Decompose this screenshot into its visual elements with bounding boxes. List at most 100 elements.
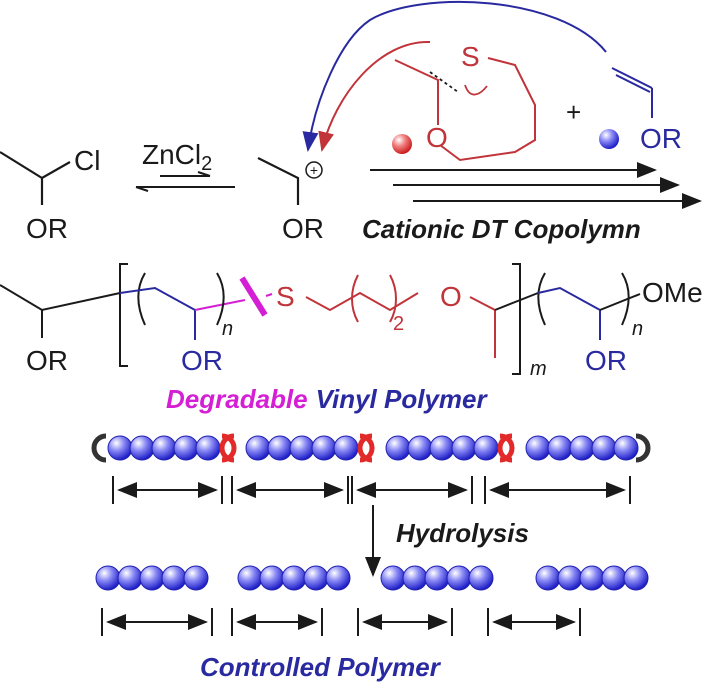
cleavage-mark — [239, 276, 268, 317]
blue-bead — [129, 435, 155, 461]
end-vinyl-backbone — [537, 286, 601, 311]
end-bond — [599, 293, 641, 311]
polymer-start-or: OR — [26, 345, 68, 376]
polymer-title: Degradable Vinyl Polymer — [166, 384, 488, 414]
segment-length-markers-after — [101, 608, 581, 636]
outer-bracket-left — [119, 263, 128, 367]
polymer-start — [0, 284, 121, 338]
blue-bead — [385, 435, 411, 461]
blue-bead — [95, 565, 121, 591]
vinyl-monomer — [611, 67, 653, 118]
cleavage-bond-dash — [429, 71, 459, 93]
blue-bead — [525, 435, 551, 461]
blue-bead — [173, 435, 199, 461]
linker-bond — [494, 292, 539, 311]
red-linker-bead — [219, 433, 235, 463]
thioacetal-bond — [194, 299, 246, 311]
chlorine-label: Cl — [74, 145, 100, 176]
end-group-label: OMe — [642, 277, 703, 308]
end-repeat-n: n — [632, 318, 643, 340]
plus-sign: + — [566, 97, 581, 127]
process-label: Cationic DT Copolymn — [362, 214, 641, 244]
blue-bead — [579, 565, 605, 591]
blue-bead — [601, 565, 627, 591]
red-linker-bead — [357, 433, 373, 463]
methylene-paren-left — [351, 274, 359, 323]
blue-bead — [547, 435, 573, 461]
blue-bead — [107, 435, 133, 461]
controlled-chain-schematic — [95, 565, 649, 591]
blue-bead — [569, 435, 595, 461]
blue-bead — [161, 565, 187, 591]
reaction-arrows — [370, 162, 702, 209]
polymer-oxygen: O — [440, 281, 462, 312]
polymer-sulfur: S — [276, 281, 295, 312]
blue-bead — [473, 435, 499, 461]
blue-bead — [591, 435, 617, 461]
blue-bead — [259, 565, 285, 591]
blue-bead — [139, 565, 165, 591]
blue-bead — [557, 565, 583, 591]
blue-bead — [303, 565, 329, 591]
vinyl-paren-left — [137, 272, 146, 326]
initiator-molecule — [0, 151, 71, 205]
blue-bead — [468, 565, 494, 591]
blue-bead — [407, 435, 433, 461]
ring-opening-arrow — [464, 84, 488, 96]
vinyl-or-label: OR — [640, 123, 682, 154]
segment-length-markers-before — [112, 476, 631, 504]
blue-bead — [325, 565, 351, 591]
controlled-polymer-title: Controlled Polymer — [200, 652, 442, 682]
vinyl-paren-right — [216, 272, 225, 326]
vinyl-attack-arrow — [302, 0, 607, 152]
vinyl-unit-or: OR — [181, 345, 223, 376]
positive-charge-icon — [305, 161, 323, 179]
blue-bead — [117, 565, 143, 591]
blue-bead — [183, 565, 209, 591]
red-monomer-bead — [392, 134, 412, 154]
blue-bead — [429, 435, 455, 461]
cleavage-bond-stub — [265, 293, 273, 297]
equilibrium-arrows — [135, 171, 235, 192]
ring-sulfur-label: S — [461, 41, 480, 72]
methylene-repeat: 2 — [393, 313, 404, 335]
blue-monomer-bead — [599, 129, 619, 149]
blue-bead — [333, 435, 359, 461]
hydrolysis-label: Hydrolysis — [396, 518, 529, 548]
outer-bracket-right — [512, 263, 521, 375]
chain-end-cap-left — [91, 433, 107, 463]
blue-bead — [267, 435, 293, 461]
blue-bead — [623, 565, 649, 591]
blue-bead — [402, 565, 428, 591]
red-linker-bead — [497, 433, 513, 463]
blue-bead — [380, 565, 406, 591]
degradable-word: Degradable — [166, 384, 308, 414]
acetal-carbon — [469, 296, 496, 358]
cyclic-attack-arrow — [318, 40, 431, 152]
methylene-paren-right — [389, 274, 397, 323]
chain-end-cap-right — [635, 433, 651, 463]
blue-bead — [535, 565, 561, 591]
vinyl-repeat-n: n — [222, 318, 233, 340]
ring-oxygen-label: O — [426, 122, 448, 153]
blue-bead — [424, 565, 450, 591]
blue-bead — [245, 435, 271, 461]
blue-bead — [237, 565, 263, 591]
blue-bead — [281, 565, 307, 591]
cyclic-monomer — [394, 57, 536, 162]
charge-label: + — [310, 162, 318, 178]
outer-repeat-m: m — [530, 358, 547, 380]
initiator-or-label: OR — [26, 213, 68, 244]
blue-bead — [311, 435, 337, 461]
cation-or-label: OR — [282, 213, 324, 244]
end-vinyl-or: OR — [585, 345, 627, 376]
vinyl-polymer-word: Vinyl Polymer — [316, 384, 489, 414]
blue-bead — [446, 565, 472, 591]
methylene-chain — [305, 291, 419, 312]
cation-molecule — [257, 157, 300, 205]
blue-bead — [195, 435, 221, 461]
vinyl-backbone — [119, 286, 196, 311]
degradable-chain-schematic — [91, 433, 651, 463]
catalyst-label: ZnCl2 — [142, 139, 212, 175]
